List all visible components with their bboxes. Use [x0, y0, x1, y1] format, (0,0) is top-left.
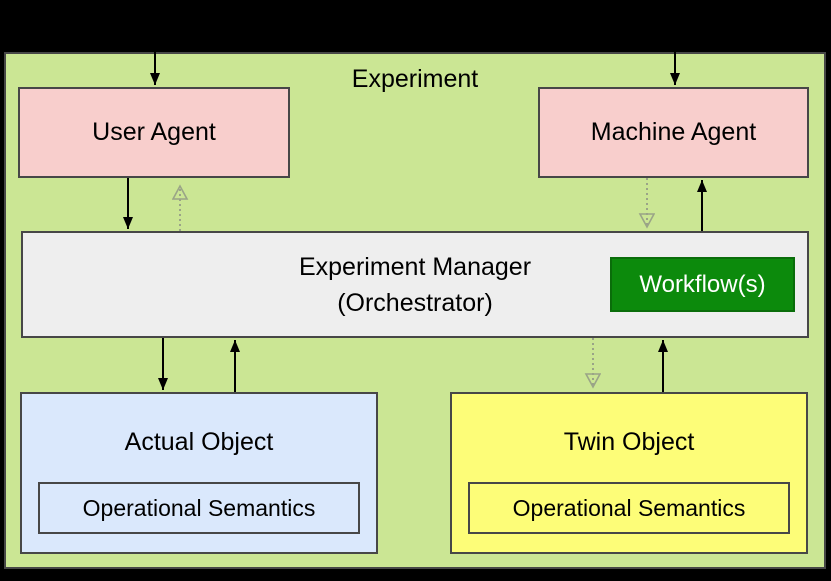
twin-operational-semantics-label: Operational Semantics — [512, 494, 746, 521]
experiment-manager-label-line2: (Orchestrator) — [337, 288, 493, 317]
experiment-title: Experiment — [351, 65, 479, 93]
twin-object-label: Twin Object — [563, 428, 695, 456]
experiment-manager-node: Experiment Manager (Orchestrator) Workfl… — [21, 231, 809, 338]
actual-operational-semantics-box: Operational Semantics — [38, 482, 360, 534]
experiment-manager-label-line1: Experiment Manager — [298, 252, 532, 281]
actual-object-node: Actual Object Operational Semantics — [20, 392, 378, 554]
machine-agent-node: Machine Agent — [538, 87, 809, 178]
machine-agent-label: Machine Agent — [590, 118, 757, 146]
actual-object-label: Actual Object — [124, 428, 274, 456]
actual-operational-semantics-label: Operational Semantics — [82, 494, 316, 521]
workflow-node: Workflow(s) — [610, 257, 795, 312]
twin-operational-semantics-box: Operational Semantics — [468, 482, 790, 534]
user-agent-label: User Agent — [92, 118, 216, 146]
user-agent-node: User Agent — [18, 87, 290, 178]
twin-object-node: Twin Object Operational Semantics — [450, 392, 808, 554]
workflow-label: Workflow(s) — [639, 270, 766, 298]
